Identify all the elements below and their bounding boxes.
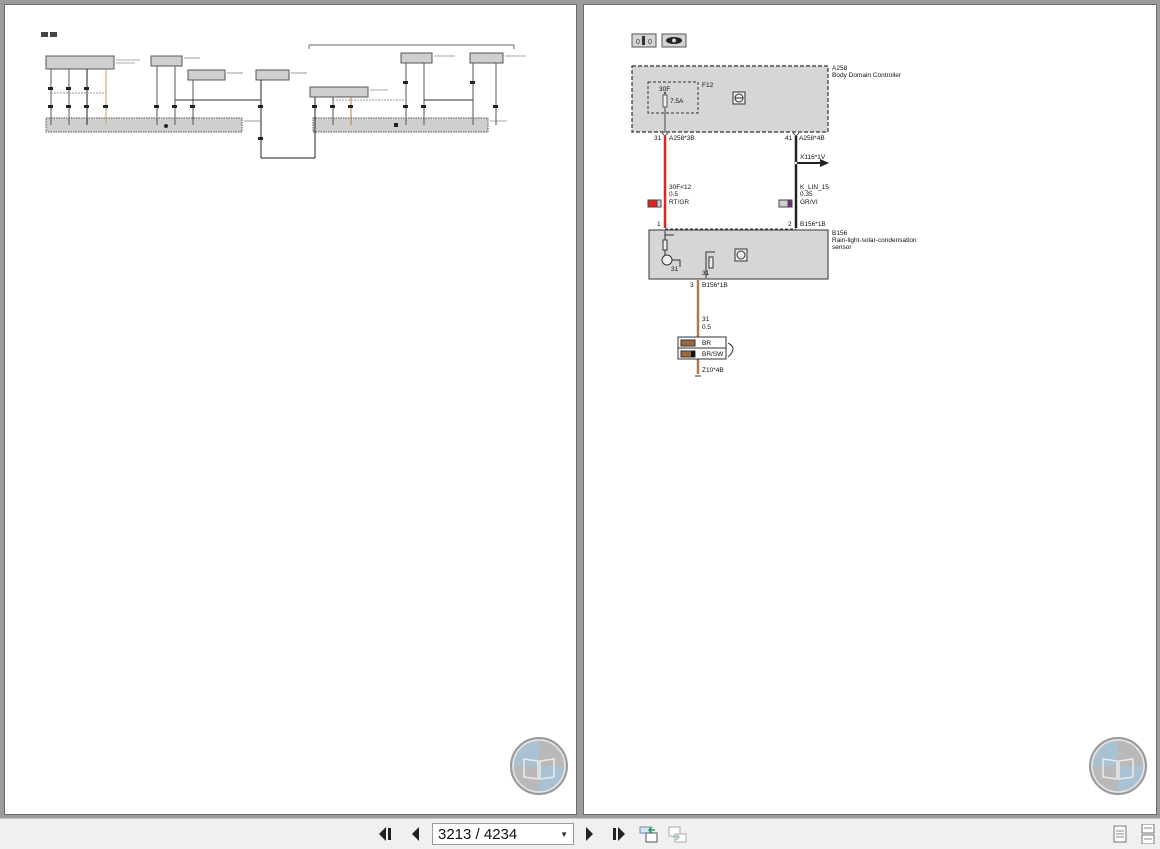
pin-3: 3: [690, 282, 694, 289]
previous-page-icon: [412, 827, 419, 841]
ground-label: Z10*4B: [702, 367, 724, 374]
ground-color-brsw: BR/SW: [702, 351, 724, 358]
header-icons: [41, 32, 57, 37]
a258-box: [631, 65, 829, 133]
pin-31: 31: [654, 135, 662, 142]
b156-pin1: 1: [657, 221, 661, 228]
fuse-label: 30F: [659, 86, 670, 93]
connector-b156-1b: B156*1B: [702, 282, 728, 289]
right-page: 0 0 A258 Body Domain Controller F12 30F …: [583, 4, 1157, 815]
a258-name: Body Domain Controller: [832, 72, 902, 79]
first-page-button[interactable]: [377, 825, 397, 843]
b156-name-2: sensor: [832, 244, 852, 251]
next-page-button[interactable]: [580, 825, 600, 843]
history-back-button[interactable]: [639, 825, 659, 843]
fuse-rating: 7.5A: [670, 98, 684, 105]
overview-diagram: [41, 32, 526, 159]
connector-a258-3b: A258*3B: [669, 135, 695, 142]
eye-icon[interactable]: [661, 33, 687, 48]
history-back-icon: [639, 826, 658, 843]
next-page-icon: [586, 827, 593, 841]
red-wire-gauge: 0.5: [669, 191, 678, 198]
svg-text:0: 0: [648, 39, 652, 46]
connector-a258-4b: A258*4B: [799, 135, 825, 142]
arrow-right-icon: [820, 159, 829, 167]
fuse-icon: [662, 94, 668, 108]
b156-pin2: 2: [788, 221, 792, 228]
single-page-icon: [1113, 825, 1127, 843]
b156-id: B156: [832, 230, 848, 237]
previous-page-button[interactable]: [405, 825, 425, 843]
wiring-diagram: 0 0 A258 Body Domain Controller F12 30F …: [631, 33, 917, 377]
viewer-toolbar: 3213 / 4234 ▼: [0, 818, 1160, 849]
fuse-id: F12: [702, 82, 714, 89]
ground-label-31a: 31: [671, 266, 679, 273]
continuous-view-button[interactable]: [1138, 824, 1158, 844]
first-page-icon: [379, 827, 391, 841]
chevron-down-icon: ▼: [560, 829, 568, 839]
steering-wheel-icon: [732, 91, 746, 105]
red-wire-signal: 30F<12: [669, 184, 692, 191]
single-page-view-button[interactable]: [1110, 825, 1130, 843]
manual-logo-badge: [510, 737, 568, 795]
b156-connector: B156*1B: [800, 221, 826, 228]
ground-wire-signal: 31: [702, 316, 710, 323]
page-number-select[interactable]: 3213 / 4234 ▼: [432, 823, 574, 845]
a258-id: A258: [832, 65, 848, 72]
history-forward-button[interactable]: [668, 825, 688, 843]
history-forward-icon: [668, 826, 687, 843]
sensor-icon: [734, 248, 748, 262]
x116-label: X116*1V: [800, 154, 826, 161]
left-page: [4, 4, 577, 815]
lin-wire-color: GR/VI: [800, 199, 818, 206]
continuous-page-icon: [1141, 824, 1155, 844]
ground-label-31b: 31: [702, 270, 710, 277]
last-page-icon: [613, 827, 625, 841]
ground-wire-gauge: 0.5: [702, 324, 711, 331]
ground-color-br: BR: [702, 340, 711, 347]
info-icon[interactable]: 0 0: [631, 33, 657, 48]
lin-wire-signal: K_LIN_15: [800, 184, 829, 191]
lin-wire-gauge: 0.35: [800, 191, 813, 198]
b156-name: Rain-light-solar-condensation: [832, 237, 917, 244]
svg-text:0: 0: [636, 39, 640, 46]
red-wire-color: RT/GR: [669, 199, 689, 206]
manual-logo-badge-right: [1089, 737, 1147, 795]
page-number-value: 3213 / 4234: [438, 825, 518, 843]
pin-41: 41: [785, 135, 793, 142]
last-page-button[interactable]: [608, 825, 628, 843]
